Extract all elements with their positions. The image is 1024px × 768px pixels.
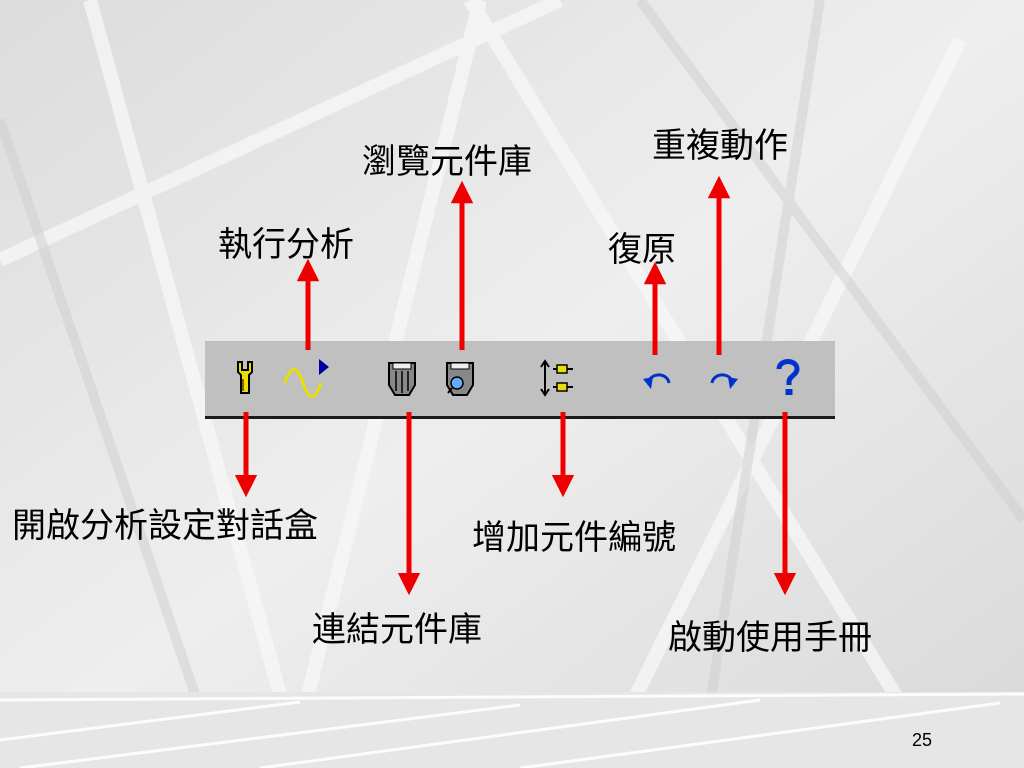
- link-library-button[interactable]: [383, 355, 423, 399]
- callout-analysis-settings: 開啟分析設定對話盒: [12, 506, 318, 546]
- callout-browse-library: 瀏覽元件庫: [362, 142, 532, 182]
- library-browse-icon: [446, 362, 474, 396]
- part-numbering-icon: [540, 359, 573, 397]
- page-number: 25: [912, 730, 933, 750]
- toolbar: [205, 341, 835, 419]
- analysis-settings-button[interactable]: [225, 355, 265, 399]
- help-button[interactable]: [767, 355, 807, 399]
- callout-link-library: 連結元件庫: [312, 610, 482, 650]
- callout-run-analysis: 執行分析: [218, 225, 354, 265]
- part-numbering-button[interactable]: [537, 355, 577, 399]
- callout-part-numbering: 增加元件編號: [472, 518, 676, 558]
- wrench-icon: [237, 361, 253, 394]
- redo-icon: [710, 373, 738, 389]
- help-question-icon: [776, 359, 800, 395]
- redo-button[interactable]: [702, 355, 742, 399]
- callout-undo: 復原: [608, 230, 676, 270]
- undo-icon: [643, 373, 671, 389]
- sine-wave-run-icon: [283, 359, 329, 398]
- run-analysis-button[interactable]: [283, 355, 333, 399]
- browse-library-button[interactable]: [441, 355, 481, 399]
- undo-button[interactable]: [639, 355, 679, 399]
- library-link-icon: [388, 362, 416, 396]
- callout-redo: 重複動作: [652, 126, 788, 166]
- callout-help-manual: 啟動使用手冊: [668, 618, 872, 658]
